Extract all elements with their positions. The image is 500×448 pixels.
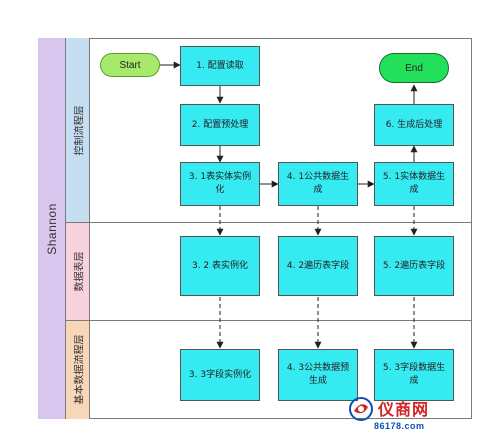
lane-divider-1 [66,222,472,223]
node-field-inst: 3. 3字段实例化 [180,349,260,401]
lane-label-control-text: 控制流程层 [74,105,85,155]
lane-divider-2 [66,320,472,321]
watermark-url: 86178.com [374,421,425,431]
node-iter-field-5: 5. 2遍历表字段 [374,236,454,296]
node-post-gen: 6. 生成后处理 [374,104,454,146]
node-field-gen: 5. 3字段数据生成 [374,349,454,401]
lane-label-base: 基本数据流程层 [66,320,90,419]
lane-label-data-text: 数据表层 [74,251,85,291]
watermark-logo-icon [349,397,373,421]
watermark-title: 仪商网 [378,400,430,419]
lane-label-data: 数据表层 [66,222,90,320]
pool-label-text: Shannon [44,202,59,255]
node-entity-gen: 5. 1实体数据生成 [374,162,454,206]
node-common-pre: 4. 3公共数据预生成 [278,349,358,401]
node-table-entity: 3. 1表实体实例化 [180,162,260,206]
node-iter-field-4: 4. 2遍历表字段 [278,236,358,296]
lane-label-base-text: 基本数据流程层 [74,334,85,405]
watermark: 仪商网 86178.com [348,394,488,442]
node-table-inst: 3. 2 表实例化 [180,236,260,296]
node-common-gen: 4. 1公共数据生成 [278,162,358,206]
node-config-read: 1. 配置读取 [180,46,260,86]
node-config-pre: 2. 配置预处理 [180,104,260,146]
lane-label-control: 控制流程层 [66,38,90,222]
start-terminal: Start [100,53,160,77]
end-terminal: End [379,53,449,83]
pool-label: Shannon [38,38,66,419]
